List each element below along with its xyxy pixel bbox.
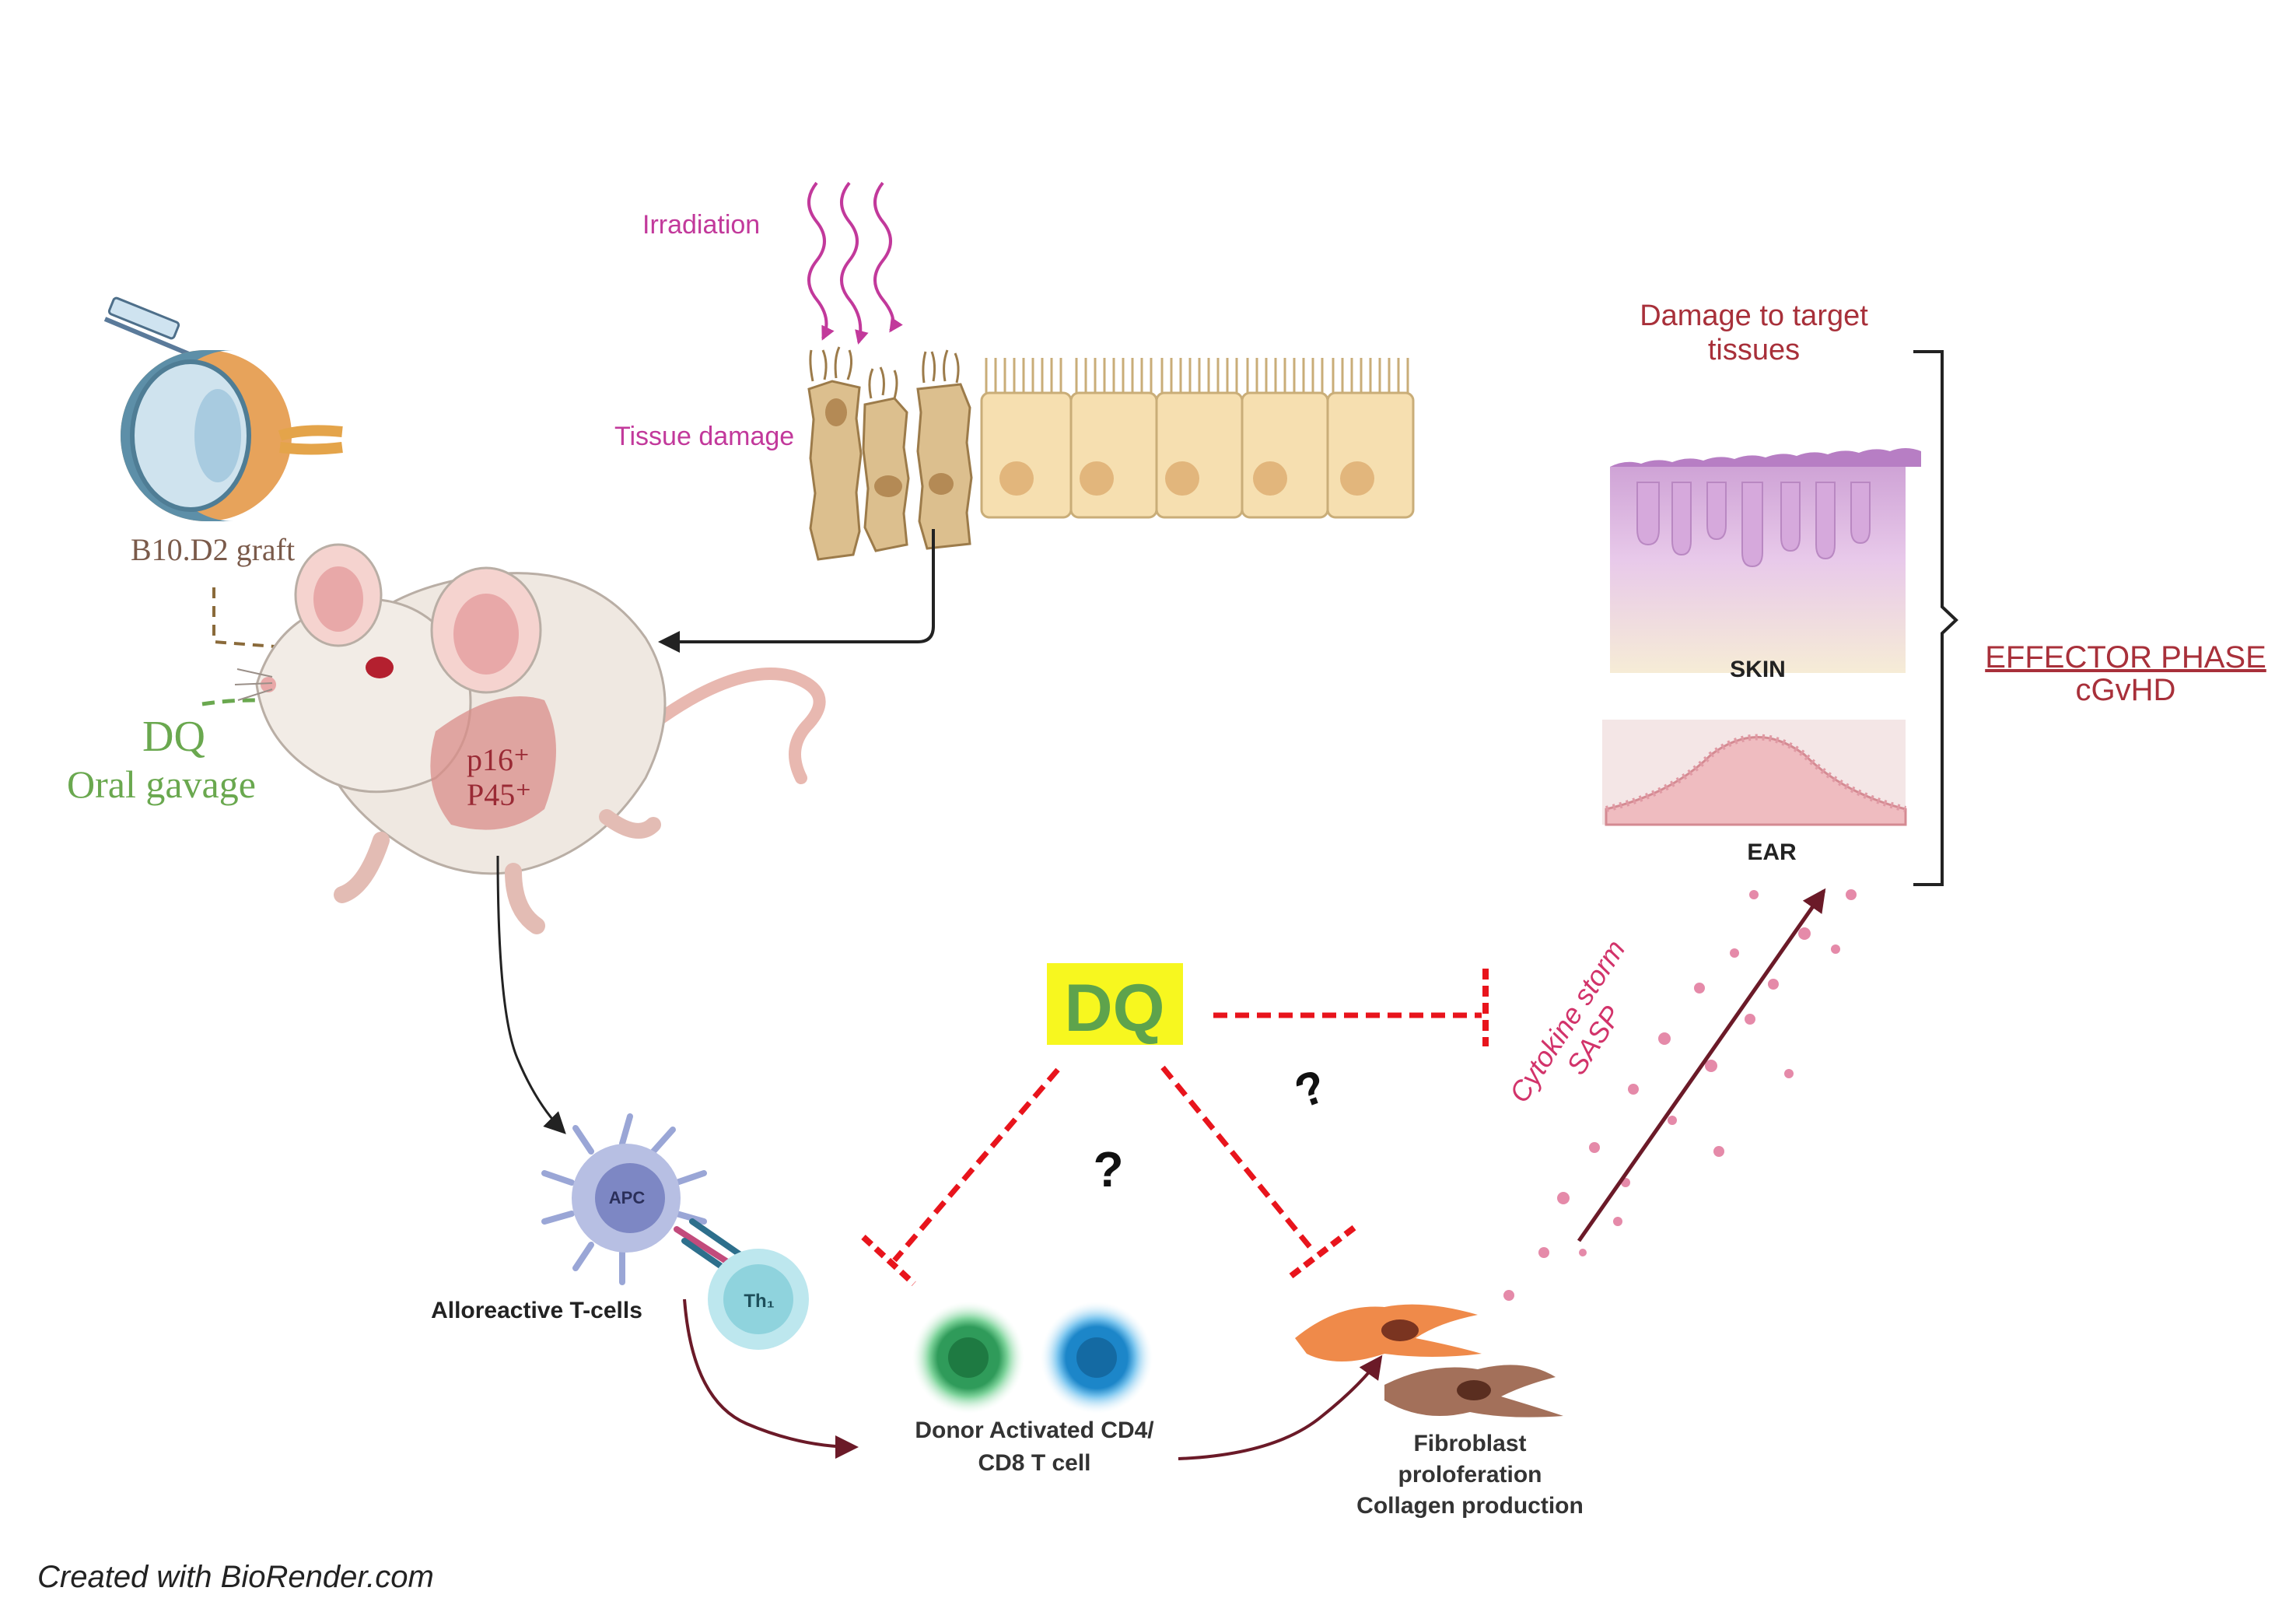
donor-label-line1: Donor Activated CD4/ [915, 1418, 1154, 1443]
inhibition-bars [861, 969, 1489, 1286]
skin-label: SKIN [1730, 657, 1786, 682]
effector-line2: cGvHD [2076, 673, 2176, 707]
effector-bracket [1913, 350, 1958, 886]
biorender-credit: Created with BioRender.com [37, 1560, 434, 1594]
skin-illustration [1610, 448, 1921, 673]
fibroblast-line1: Fibroblast [1413, 1431, 1526, 1456]
mouse-illustration [234, 543, 826, 934]
dq-center-label: DQ [1065, 971, 1165, 1046]
eye-graft-illustration [103, 296, 343, 521]
ear-illustration [1602, 720, 1907, 826]
th1-to-donor-arrow [683, 1298, 859, 1459]
fibroblast-line2: proloferation [1398, 1462, 1542, 1488]
damage-line1: Damage to target [1640, 300, 1868, 332]
cytokine-arrow [1577, 888, 1826, 1242]
alloreactive-label: Alloreactive T-cells [431, 1298, 642, 1323]
mouse-to-apc-arrow [496, 855, 566, 1134]
question-mark-2: ? [1288, 1060, 1332, 1118]
tissue-damage-label: Tissue damage [614, 422, 794, 451]
damage-line2: tissues [1708, 334, 1800, 366]
donor-to-fibroblast-arrow [1178, 1354, 1383, 1460]
fibroblast-illustration [1295, 1304, 1563, 1418]
dq-oral-label: DQ [142, 713, 205, 761]
dq-highlight-box [1047, 963, 1183, 1045]
cytokine-particles [1503, 889, 1857, 1301]
irradiation-label: Irradiation [642, 210, 760, 240]
question-mark-1: ? [1093, 1141, 1123, 1197]
inhibition-lines [892, 1012, 1482, 1263]
apc-label: APC [609, 1188, 646, 1207]
effector-line1: EFFECTOR PHASE [1985, 640, 2266, 675]
p45-label: P45⁺ [467, 777, 531, 812]
oral-gavage-label: Oral gavage [67, 762, 256, 806]
irradiation-waves [807, 181, 903, 345]
epithelium-illustration [807, 346, 1415, 561]
apc-th1-illustration [541, 1113, 809, 1350]
ear-label: EAR [1747, 839, 1797, 865]
donor-label-line2: CD8 T cell [978, 1450, 1090, 1476]
epithelium-to-mouse-arrow [658, 529, 935, 653]
fibroblast-line3: Collagen production [1356, 1493, 1584, 1519]
th1-label: Th₁ [744, 1291, 774, 1312]
p16-label: p16⁺ [467, 742, 530, 777]
graft-label: B10.D2 graft [131, 532, 295, 567]
